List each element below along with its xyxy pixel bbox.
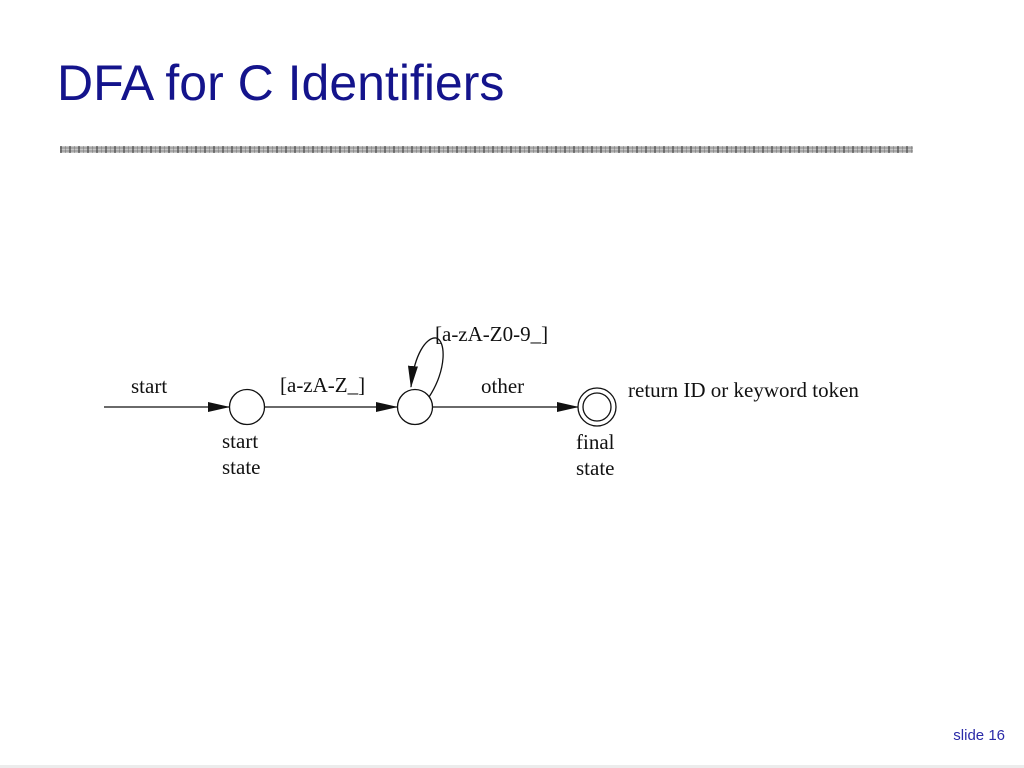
final-state-label-line2: state [576,456,614,480]
identifier-state [396,388,434,426]
title-divider [60,146,913,153]
final-action-label: return ID or keyword token [628,378,859,402]
self-loop-transition [407,337,444,398]
final-state-label-line1: final [576,430,615,454]
start-state-label-line1: start [222,429,258,453]
entry-arrow-label: start [131,374,167,398]
transition-q0-q1-label: [a-zA-Z_] [280,373,365,397]
slide-title: DFA for C Identifiers [57,55,505,111]
slide-number: slide 16 [953,727,1005,744]
self-loop-label: [a-zA-Z0-9_] [435,322,548,346]
bottom-divider [0,765,1024,768]
final-state-outer [577,387,617,427]
final-state-inner [582,392,612,422]
transition-q1-q2-label: other [481,374,524,398]
start-state-label-line2: state [222,455,260,479]
start-state [228,388,266,426]
